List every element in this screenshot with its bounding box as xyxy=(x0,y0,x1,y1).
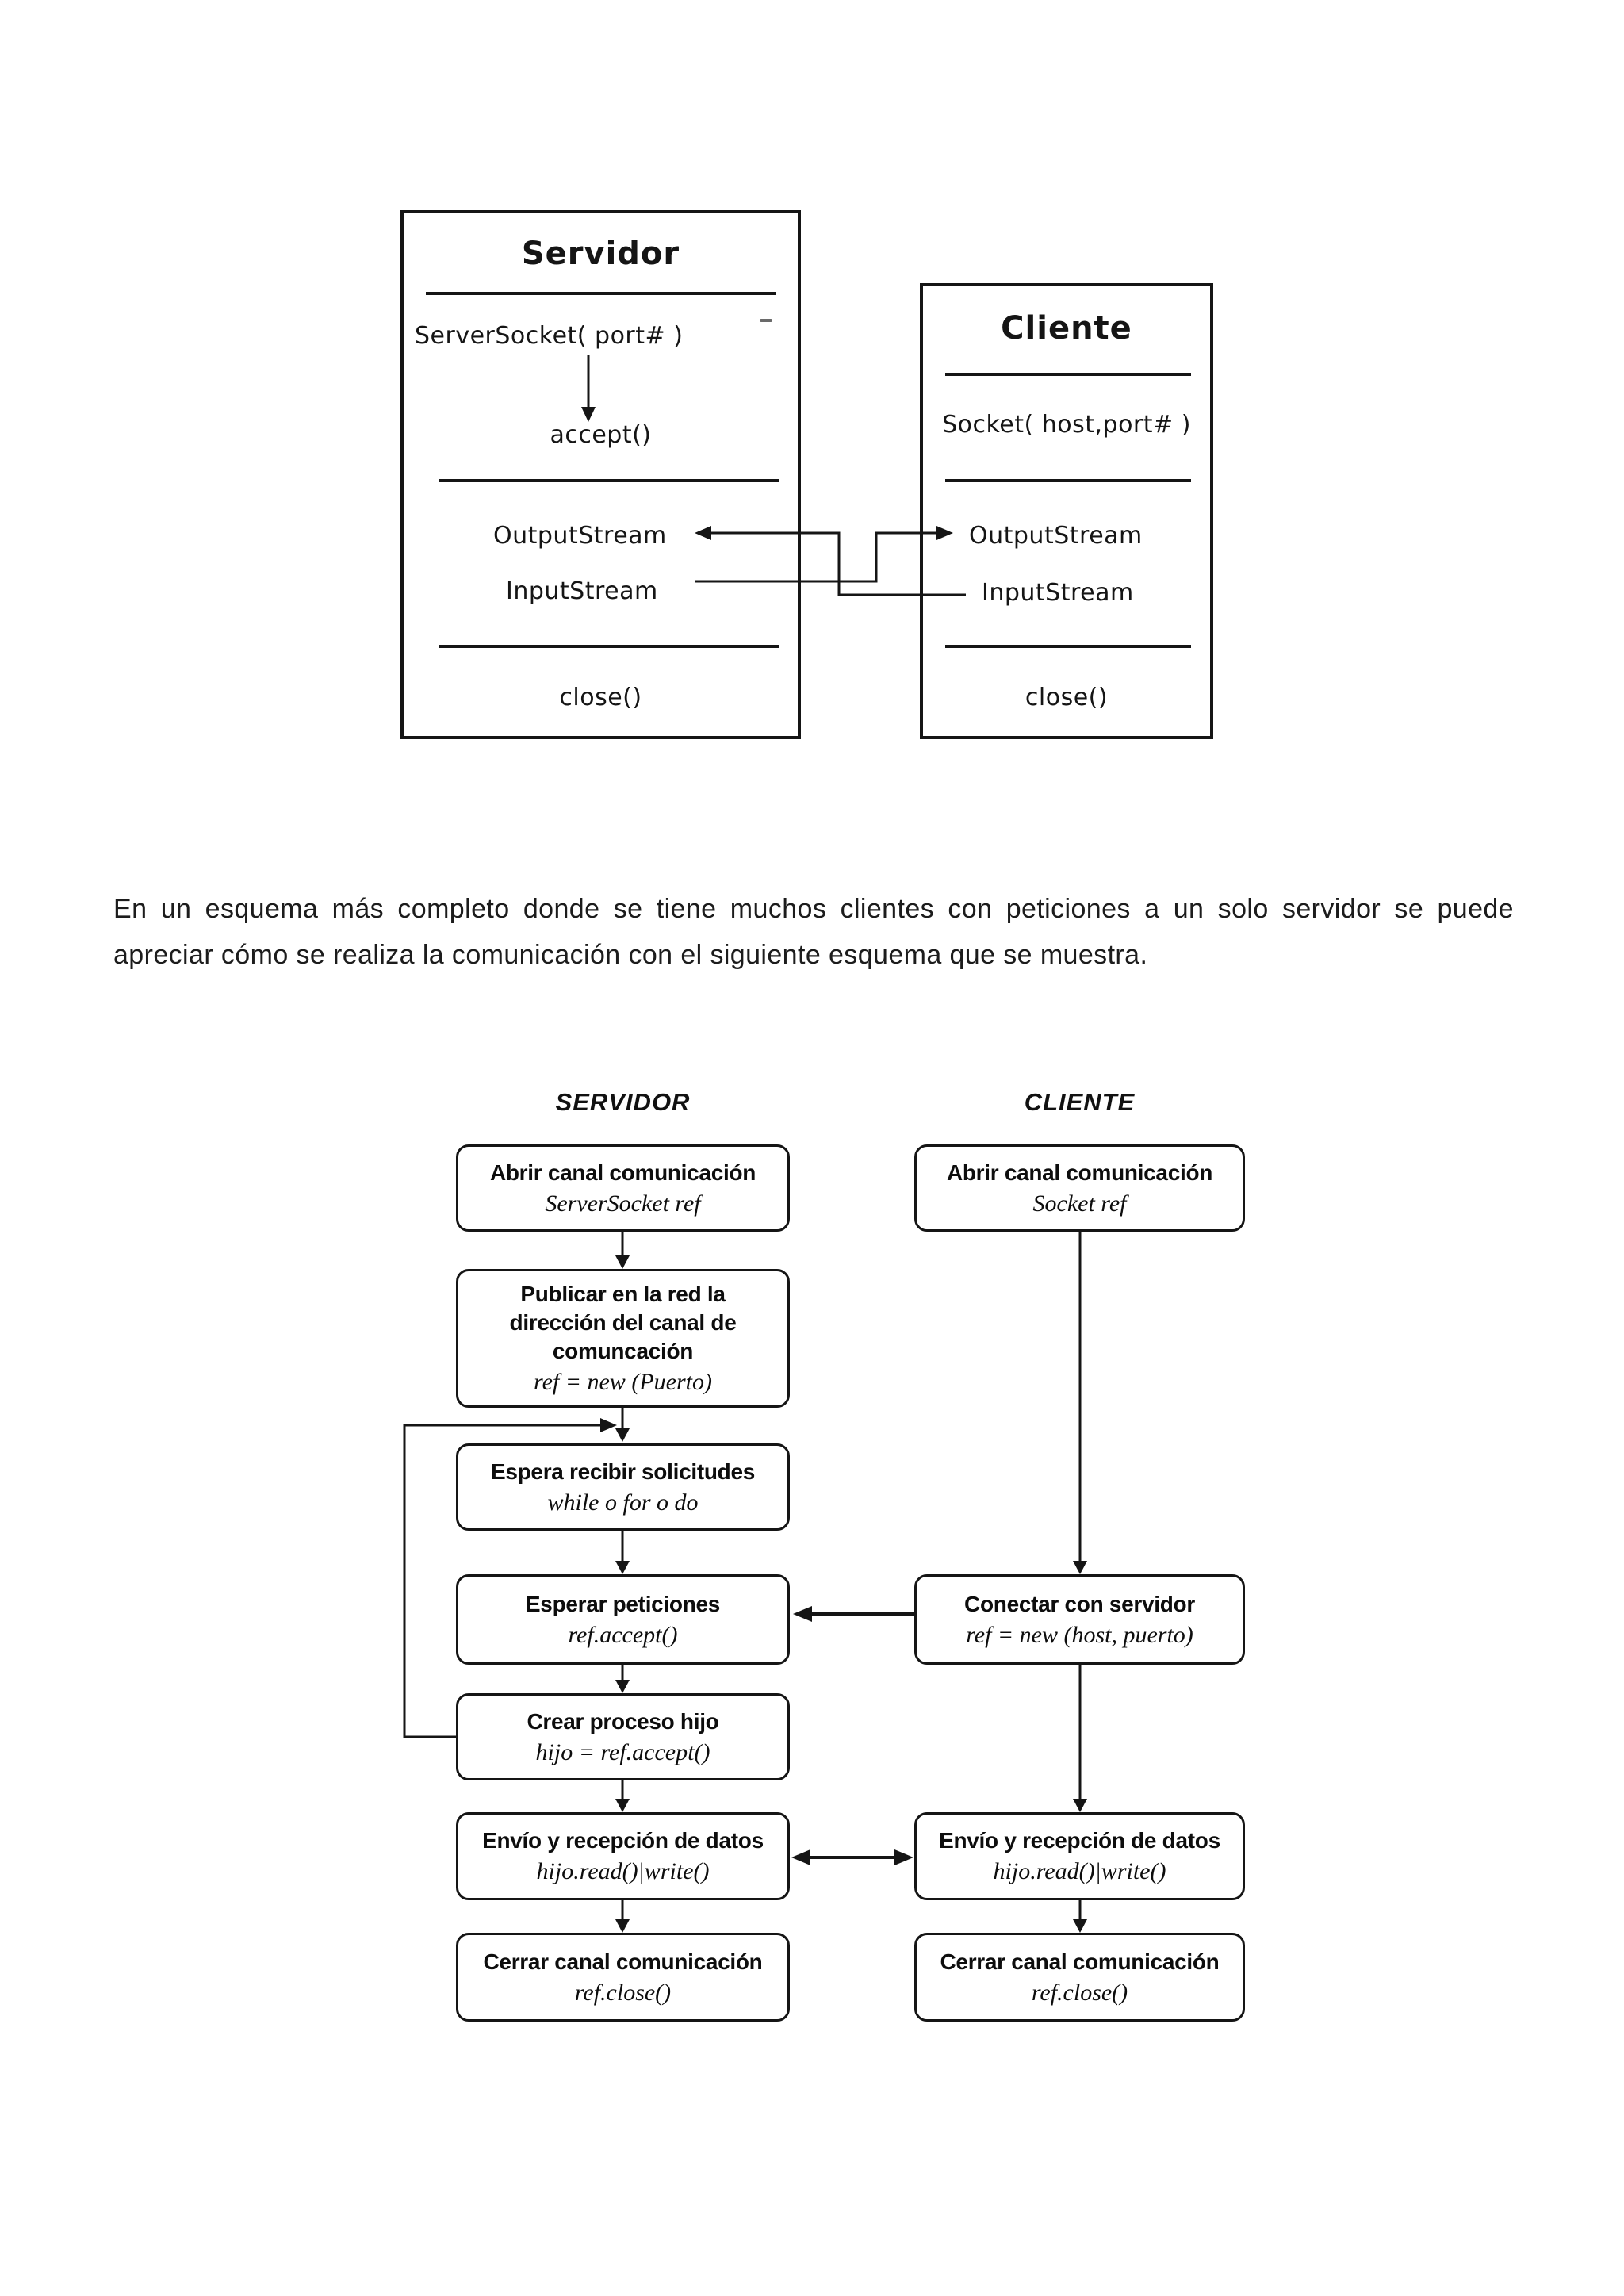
server-constructor-label: ServerSocket( port# ) xyxy=(415,322,684,350)
client-outputstream-label: OutputStream xyxy=(969,522,1143,550)
server-separator-1 xyxy=(426,292,776,295)
step-code: ref.close() xyxy=(1031,1979,1128,2006)
client-step-open-channel: Abrir canal comunicación Socket ref xyxy=(914,1144,1245,1232)
down-arrowhead-icon xyxy=(615,1919,630,1933)
client-separator-3 xyxy=(945,645,1191,648)
server-close-label: close() xyxy=(559,684,642,711)
step-title: Envío y recepción de datos xyxy=(482,1828,764,1853)
step-title: Conectar con servidor xyxy=(964,1591,1195,1616)
client-close-label: close() xyxy=(1025,684,1109,711)
left-arrowhead-icon xyxy=(793,1606,812,1622)
right-arrowhead-icon xyxy=(894,1849,914,1865)
server-accept-label: accept() xyxy=(550,421,652,449)
client-box-title: Cliente xyxy=(1001,310,1132,347)
client-inputstream-label: InputStream xyxy=(982,579,1134,607)
server-step-wait-petitions: Esperar peticiones ref.accept() xyxy=(456,1574,790,1665)
server-step-create-child: Crear proceso hijo hijo = ref.accept() xyxy=(456,1693,790,1780)
server-step-wait-requests: Espera recibir solicitudes while o for o… xyxy=(456,1443,790,1531)
client-constructor-label: Socket( host,port# ) xyxy=(942,411,1191,439)
scan-artifact-dash xyxy=(760,319,772,322)
left-arrowhead-icon xyxy=(791,1849,810,1865)
step-code: while o for o do xyxy=(547,1489,699,1516)
down-arrowhead-icon xyxy=(1073,1919,1087,1933)
server-step-publish-address: Publicar en la red la dirección del cana… xyxy=(456,1269,790,1408)
down-arrowhead-icon xyxy=(615,1799,630,1812)
step-code: hijo = ref.accept() xyxy=(535,1738,710,1765)
server-separator-3 xyxy=(439,645,779,648)
down-arrowhead-icon xyxy=(615,1428,630,1442)
step-code: ServerSocket ref xyxy=(545,1190,701,1217)
step-code: ref = new (Puerto) xyxy=(534,1369,712,1395)
step-code: hijo.read()|write() xyxy=(993,1858,1166,1884)
server-box-title: Servidor xyxy=(521,236,680,272)
step-code: hijo.read()|write() xyxy=(536,1858,710,1884)
step-title: Esperar peticiones xyxy=(525,1591,721,1616)
right-arrowhead-icon xyxy=(600,1418,617,1432)
down-arrowhead-icon xyxy=(1073,1799,1087,1812)
client-step-connect-server: Conectar con servidor ref = new (host, p… xyxy=(914,1574,1245,1665)
flowchart-client-header: CLIENTE xyxy=(1024,1088,1136,1116)
step-code: ref = new (host, puerto) xyxy=(966,1621,1193,1648)
flowchart-server-header: SERVIDOR xyxy=(555,1088,691,1116)
step-title: Abrir canal comunicación xyxy=(489,1159,756,1185)
client-step-close-channel: Cerrar canal comunicación ref.close() xyxy=(914,1933,1245,2022)
client-step-send-receive: Envío y recepción de datos hijo.read()|w… xyxy=(914,1812,1245,1900)
server-step-open-channel: Abrir canal comunicación ServerSocket re… xyxy=(456,1144,790,1232)
client-separator-1 xyxy=(945,373,1191,376)
server-outputstream-label: OutputStream xyxy=(493,522,667,550)
client-socket-box: Cliente Socket( host,port# ) OutputStrea… xyxy=(920,283,1213,739)
step-title: Cerrar canal comunicación xyxy=(940,1949,1220,1974)
server-step-close-channel: Cerrar canal comunicación ref.close() xyxy=(456,1933,790,2022)
down-arrowhead-icon xyxy=(615,1680,630,1693)
server-socket-box: Servidor ServerSocket( port# ) accept() … xyxy=(400,210,801,739)
step-title: Envío y recepción de datos xyxy=(939,1828,1220,1853)
down-arrowhead-icon xyxy=(1073,1561,1087,1574)
step-code: ref.close() xyxy=(574,1979,672,2006)
step-title: Espera recibir solicitudes xyxy=(490,1458,755,1484)
body-paragraph: En un esquema más completo donde se tien… xyxy=(113,894,1514,970)
step-code: ref.accept() xyxy=(568,1621,678,1648)
step-title: Cerrar canal comunicación xyxy=(483,1949,763,1974)
step-code: Socket ref xyxy=(1032,1190,1127,1217)
client-separator-2 xyxy=(945,479,1191,482)
server-step-send-receive: Envío y recepción de datos hijo.read()|w… xyxy=(456,1812,790,1900)
down-arrowhead-icon xyxy=(615,1561,630,1574)
server-inputstream-label: InputStream xyxy=(506,577,658,605)
step-title: Abrir canal comunicación xyxy=(946,1159,1213,1185)
server-separator-2 xyxy=(439,479,779,482)
step-title: Publicar en la red la dirección del cana… xyxy=(509,1282,737,1363)
step-title: Crear proceso hijo xyxy=(527,1708,719,1734)
down-arrowhead-icon xyxy=(615,1255,630,1269)
